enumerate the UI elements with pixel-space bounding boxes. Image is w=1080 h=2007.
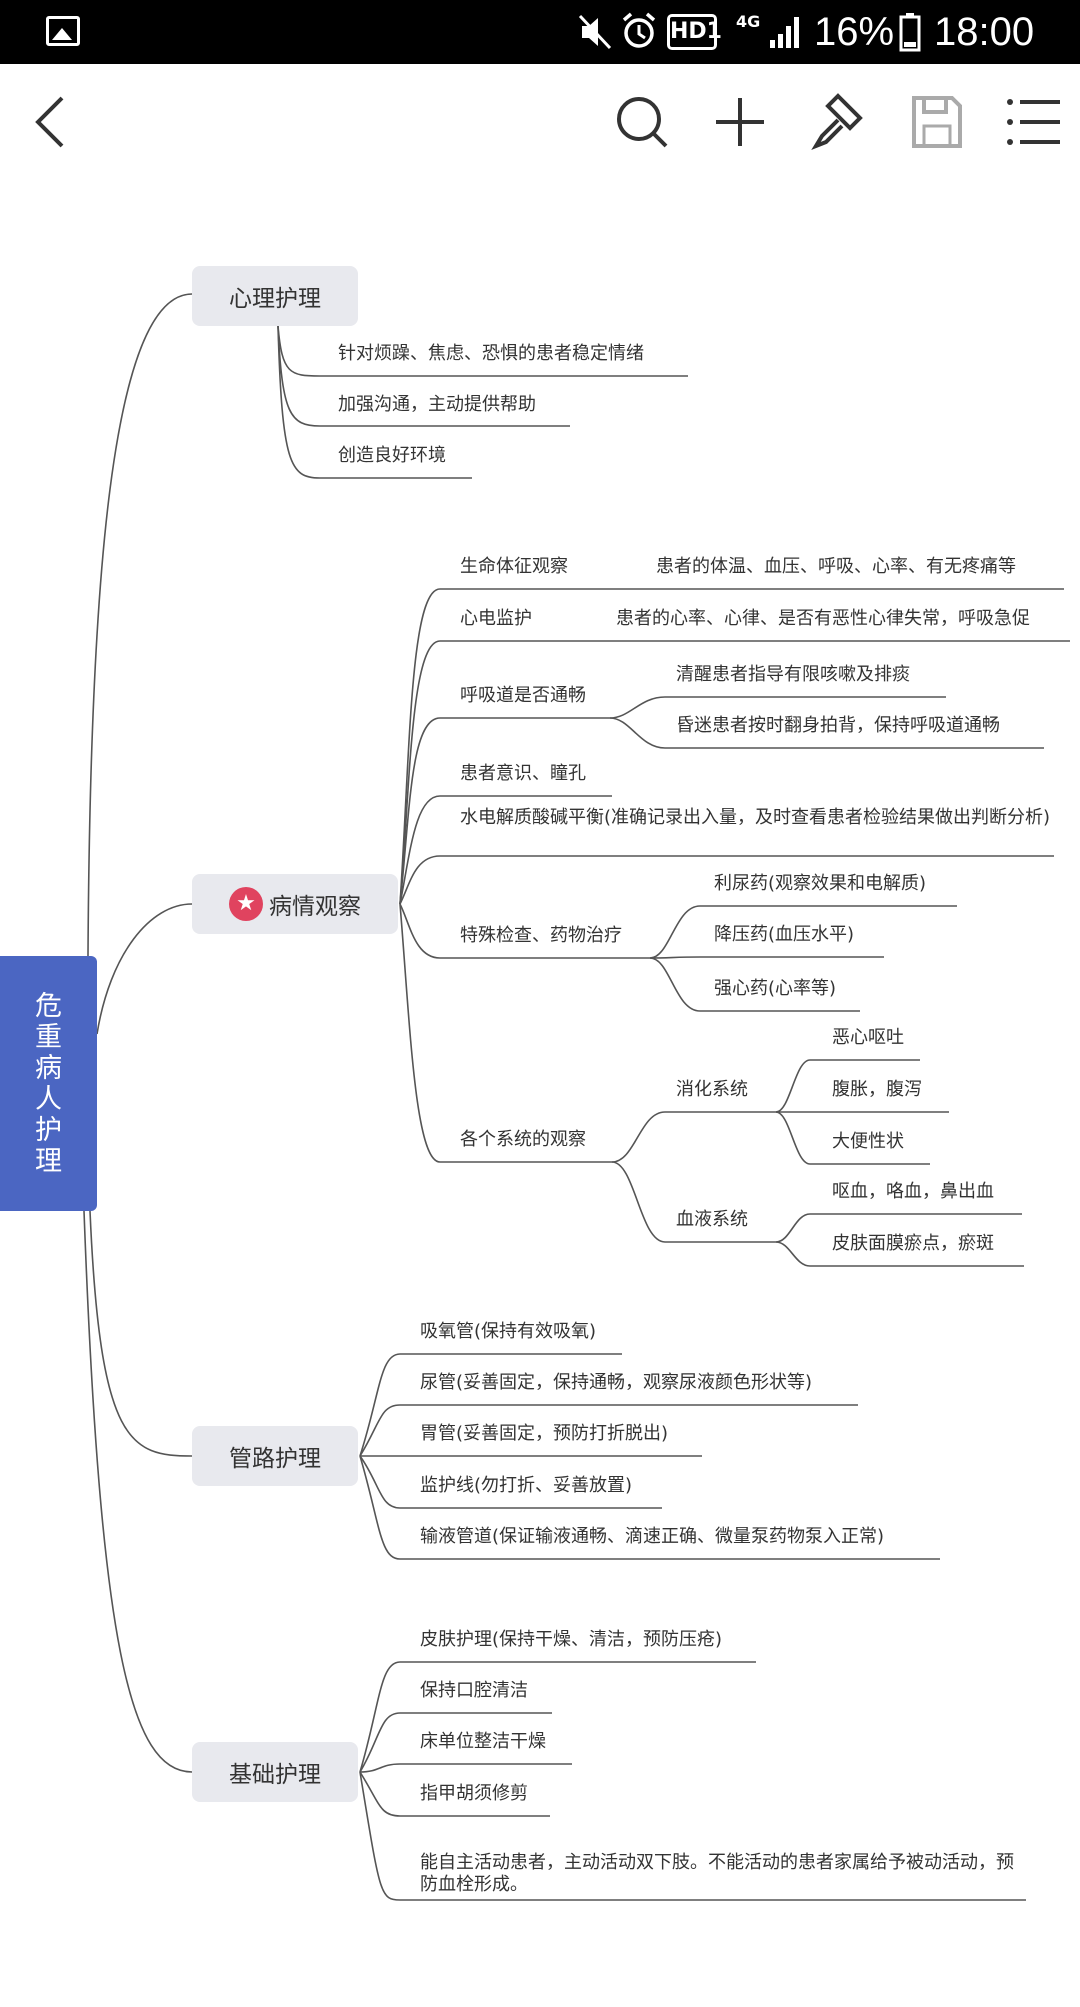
back-icon[interactable] xyxy=(22,92,82,152)
leaf-node[interactable]: 针对烦躁、焦虑、恐惧的患者稳定情绪 xyxy=(338,343,644,364)
menu-icon[interactable] xyxy=(1004,92,1064,152)
leaf-node[interactable]: 患者的体温、血压、呼吸、心率、有无疼痛等 xyxy=(656,556,1016,577)
signal-icon xyxy=(770,17,799,48)
leaf-node[interactable]: 患者的心率、心律、是否有恶性心律失常，呼吸急促 xyxy=(616,608,1030,629)
clock: 18:00 xyxy=(934,10,1035,54)
save-icon[interactable] xyxy=(906,92,966,152)
leaf-node[interactable]: 皮肤面膜瘀点，瘀斑 xyxy=(832,1233,994,1254)
leaf-node[interactable]: 加强沟通，主动提供帮助 xyxy=(338,394,536,415)
topic-node[interactable]: 心电监护 xyxy=(460,608,532,629)
leaf-node[interactable]: 清醒患者指导有限咳嗽及排痰 xyxy=(676,664,910,685)
topic-node[interactable]: 呼吸道是否通畅 xyxy=(460,685,586,706)
star-icon xyxy=(229,887,263,921)
leaf-node[interactable]: 强心药(心率等) xyxy=(714,978,837,999)
leaf-node[interactable]: 床单位整洁干燥 xyxy=(420,1731,546,1752)
leaf-node[interactable]: 吸氧管(保持有效吸氧) xyxy=(420,1321,597,1342)
battery-icon xyxy=(899,13,921,52)
leaf-node[interactable]: 利尿药(观察效果和电解质) xyxy=(714,873,927,894)
gallery-icon xyxy=(46,16,80,46)
root-node[interactable]: 危重病人护理 xyxy=(0,956,97,1211)
search-icon[interactable] xyxy=(612,92,672,152)
status-bar: HD1 4G 16% 18:00 xyxy=(0,0,1080,64)
leaf-node[interactable]: 保持口腔清洁 xyxy=(420,1680,528,1701)
leaf-node[interactable]: 皮肤护理(保持干燥、清洁，预防压疮) xyxy=(420,1629,723,1650)
topic-node[interactable]: 水电解质酸碱平衡(准确记录出入量，及时查看患者检验结果做出判断分析) xyxy=(460,807,1051,828)
alarm-icon xyxy=(622,12,656,48)
topic-node[interactable]: 生命体征观察 xyxy=(460,556,568,577)
leaf-node[interactable]: 监护线(勿打折、妥善放置) xyxy=(420,1475,633,1496)
leaf-node[interactable]: 输液管道(保证输液通畅、滴速正确、微量泵药物泵入正常) xyxy=(420,1526,885,1547)
mind-map-canvas[interactable]: 危重病人护理 心理护理 病情观察 管路护理 基础护理 针对烦躁、焦虑、恐惧的患者… xyxy=(0,194,1080,2007)
leaf-node[interactable]: 恶心呕吐 xyxy=(832,1027,904,1048)
branch-node-tube[interactable]: 管路护理 xyxy=(192,1426,358,1486)
connector-lines xyxy=(83,293,1070,1901)
battery-percent: 16% xyxy=(814,10,895,54)
mute-icon xyxy=(578,14,612,50)
hd-badge: HD1 xyxy=(667,14,722,50)
leaf-node[interactable]: 创造良好环境 xyxy=(338,445,446,466)
branch-node-basic[interactable]: 基础护理 xyxy=(192,1742,358,1802)
format-brush-icon[interactable] xyxy=(808,92,868,152)
leaf-node[interactable]: 胃管(妥善固定，预防打折脱出) xyxy=(420,1423,669,1444)
leaf-node[interactable]: 呕血，咯血，鼻出血 xyxy=(832,1181,994,1202)
leaf-node[interactable]: 指甲胡须修剪 xyxy=(420,1783,528,1804)
network-type: 4G xyxy=(736,12,761,31)
leaf-node[interactable]: 能自主活动患者，主动活动双下肢。不能活动的患者家属给予被动活动，预防血栓形成。 xyxy=(420,1852,1014,1895)
leaf-node[interactable]: 降压药(血压水平) xyxy=(714,924,855,945)
toolbar xyxy=(0,64,1080,194)
leaf-node[interactable]: 腹胀，腹泻 xyxy=(832,1079,922,1100)
leaf-node[interactable]: 尿管(妥善固定，保持通畅，观察尿液颜色形状等) xyxy=(420,1372,813,1393)
topic-node[interactable]: 特殊检查、药物治疗 xyxy=(460,925,622,946)
leaf-node[interactable]: 大便性状 xyxy=(832,1131,904,1152)
topic-node[interactable]: 血液系统 xyxy=(676,1209,748,1230)
add-icon[interactable] xyxy=(710,92,770,152)
leaf-node[interactable]: 昏迷患者按时翻身拍背，保持呼吸道通畅 xyxy=(676,715,1000,736)
topic-node[interactable]: 消化系统 xyxy=(676,1079,748,1100)
topic-node[interactable]: 各个系统的观察 xyxy=(460,1129,586,1150)
branch-label: 病情观察 xyxy=(269,894,361,920)
branch-node-observation[interactable]: 病情观察 xyxy=(192,874,398,934)
topic-node[interactable]: 患者意识、瞳孔 xyxy=(460,763,586,784)
branch-node-psych[interactable]: 心理护理 xyxy=(192,266,358,326)
